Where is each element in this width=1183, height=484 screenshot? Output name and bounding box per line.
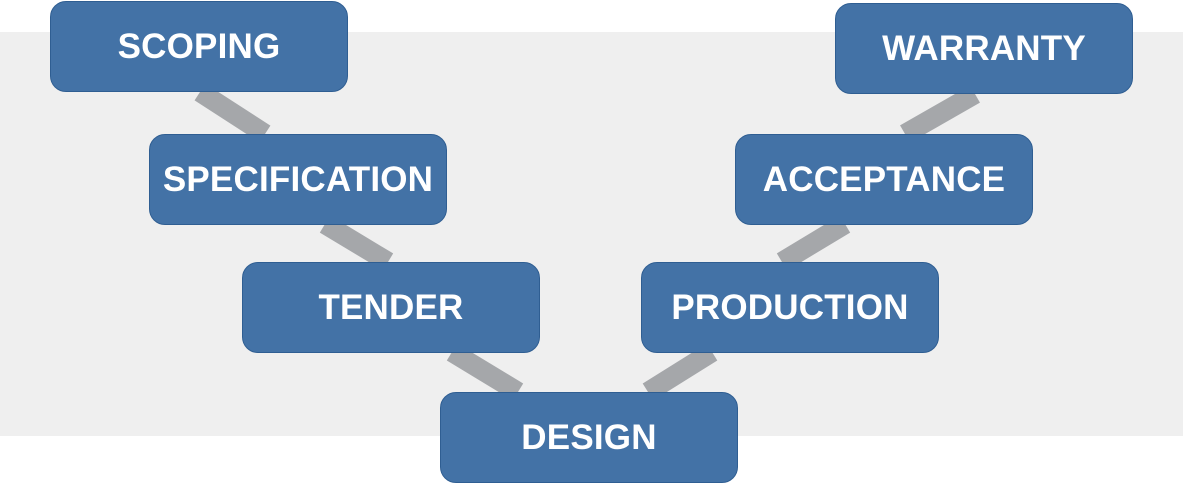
stage-scoping-label: SCOPING [117,26,281,66]
stage-warranty: WARRANTY [835,3,1133,94]
stage-scoping: SCOPING [50,1,348,92]
stage-acceptance-label: ACCEPTANCE [762,159,1006,199]
connector-scoping-specification [194,83,271,143]
stage-design-label: DESIGN [521,417,657,457]
connector-design-production [642,343,718,401]
stage-design: DESIGN [440,392,738,483]
connector-tender-design [446,343,524,401]
connector-production-acceptance [776,215,851,271]
stage-production: PRODUCTION [641,262,939,353]
stage-specification-label: SPECIFICATION [162,159,434,199]
stage-warranty-label: WARRANTY [882,28,1086,68]
stage-acceptance: ACCEPTANCE [735,134,1033,225]
connector-acceptance-warranty [900,85,980,143]
stage-tender-label: TENDER [318,287,464,327]
stage-specification: SPECIFICATION [149,134,447,225]
stage-tender: TENDER [242,262,540,353]
stage-production-label: PRODUCTION [671,287,909,327]
connector-specification-tender [319,215,394,271]
